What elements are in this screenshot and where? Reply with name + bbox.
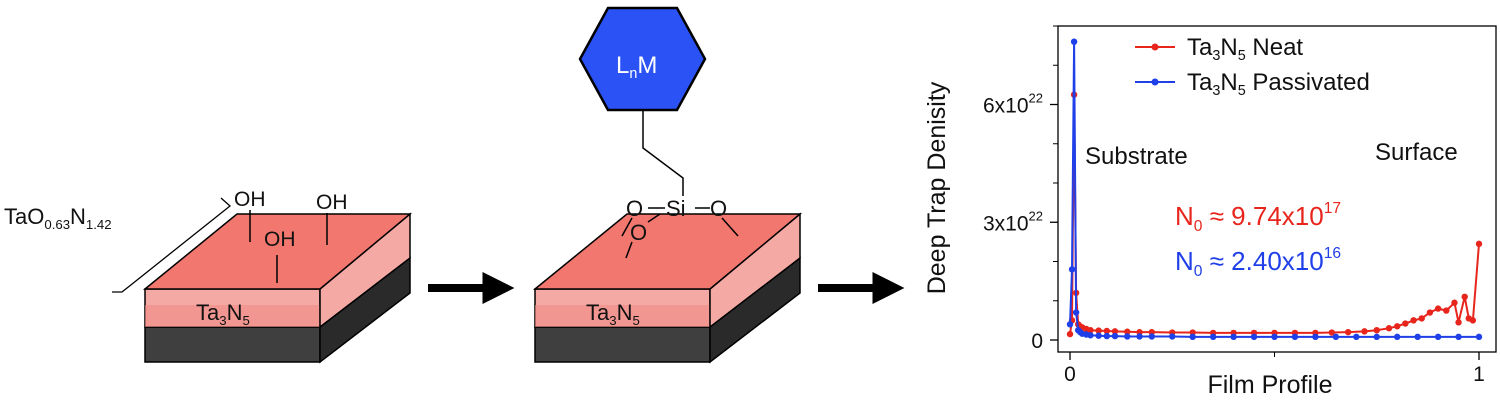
data-point-neat	[1344, 328, 1352, 336]
data-point-passivated	[1353, 333, 1360, 341]
data-point-neat	[1361, 328, 1368, 335]
oh-label-1: OH	[234, 188, 266, 211]
data-point-neat	[1328, 329, 1335, 336]
x-tick-label: 0	[1064, 363, 1076, 386]
linker-chain	[642, 110, 684, 196]
silane-o-right: O	[710, 196, 727, 221]
o-surface-left	[621, 217, 633, 237]
data-point-neat	[1410, 317, 1417, 324]
data-point-passivated	[1434, 333, 1442, 341]
data-point-neat	[1066, 330, 1074, 338]
y-axis-label: Deep Trap Denisity	[923, 81, 951, 294]
data-point-passivated	[1271, 333, 1278, 341]
data-point-passivated	[1111, 332, 1119, 340]
data-point-neat	[1103, 327, 1111, 335]
mid-film-top	[532, 213, 803, 290]
left-film-top	[142, 213, 413, 290]
data-point-passivated	[1414, 333, 1421, 341]
n0-passivated-label: N0 ≈ 2.40x1016	[1175, 245, 1341, 280]
data-point-passivated	[1332, 333, 1340, 341]
plot-frame	[1057, 25, 1497, 353]
data-point-neat	[1402, 320, 1409, 327]
legend-marker-passivated	[1151, 78, 1159, 86]
mid-substrate-front	[534, 326, 711, 363]
left-slab	[112, 197, 413, 364]
middle-slab	[532, 212, 803, 364]
data-point-passivated	[1209, 333, 1217, 341]
data-point-passivated	[1072, 309, 1080, 316]
o-lower-bond	[647, 213, 661, 223]
left-substrate-formula: Ta3N5	[196, 300, 250, 328]
data-point-passivated	[1312, 333, 1319, 341]
x-tick-label: 1	[1473, 363, 1485, 386]
x-axis-label: Film Profile	[1207, 371, 1332, 399]
series-layer	[1066, 38, 1483, 341]
data-point-passivated	[1124, 333, 1131, 340]
data-point-passivated	[1169, 333, 1176, 340]
data-point-neat	[1418, 315, 1425, 322]
data-point-passivated	[1068, 266, 1076, 273]
silane-o-left: O	[626, 196, 643, 221]
data-point-passivated	[1103, 332, 1111, 340]
layer-formula-label: TaO0.63N1.42	[4, 204, 112, 232]
data-point-neat	[1124, 328, 1131, 335]
data-point-neat	[1385, 325, 1393, 332]
data-point-neat	[1087, 326, 1094, 334]
data-point-neat	[1455, 319, 1462, 326]
data-point-passivated	[1230, 333, 1237, 341]
data-point-passivated	[1455, 333, 1462, 341]
data-point-passivated	[1136, 333, 1143, 340]
data-point-passivated	[1095, 332, 1102, 339]
data-point-passivated	[1148, 333, 1156, 340]
data-point-passivated	[1087, 332, 1094, 339]
data-point-passivated	[1070, 38, 1078, 45]
layer-bracket	[112, 197, 232, 293]
left-substrate-front	[144, 326, 321, 363]
left-film-front-lower	[145, 305, 320, 327]
oh-label-3: OH	[264, 228, 296, 251]
mid-substrate-formula: Ta3N5	[586, 300, 640, 328]
data-point-neat	[1434, 305, 1442, 312]
data-point-passivated	[1291, 333, 1299, 341]
data-point-passivated	[1394, 333, 1401, 341]
legend: Ta3N5 Neat Ta3N5 Passivated	[1135, 34, 1370, 99]
data-point-passivated	[1373, 333, 1380, 341]
legend-label-passivated: Ta3N5 Passivated	[1187, 69, 1370, 99]
data-point-neat	[1461, 293, 1468, 301]
legend-marker-neat	[1151, 43, 1159, 51]
data-point-passivated	[1066, 321, 1074, 328]
silane-si: Si	[666, 196, 686, 221]
y-tick-label: 3x1022	[983, 208, 1043, 235]
n0-neat-label: N0 ≈ 9.74x1017	[1175, 200, 1341, 235]
metal-complex-label: LnM	[616, 52, 657, 82]
silane-o-lower: O	[630, 220, 647, 245]
o-lower-surface	[625, 241, 633, 259]
y-tick-label: 6x1022	[983, 91, 1043, 118]
data-point-neat	[1111, 328, 1119, 335]
data-point-neat	[1095, 327, 1102, 334]
oh-label-2: OH	[316, 191, 348, 214]
annotation-substrate: Substrate	[1085, 143, 1188, 170]
mid-film-front-lower	[535, 305, 710, 327]
data-point-passivated	[1475, 333, 1483, 341]
data-point-neat	[1394, 323, 1401, 330]
data-point-passivated	[1250, 333, 1258, 341]
data-point-passivated	[1189, 333, 1196, 341]
data-point-neat	[1451, 299, 1458, 306]
data-point-neat	[1443, 307, 1450, 314]
legend-label-neat: Ta3N5 Neat	[1187, 34, 1303, 64]
data-point-neat	[1373, 326, 1380, 334]
annotation-surface: Surface	[1375, 139, 1458, 166]
y-tick-label: 0	[1031, 330, 1043, 353]
metal-complex-hexagon	[578, 6, 707, 112]
y-ticks: 0 3x1022 6x1022	[983, 25, 1058, 353]
data-point-neat	[1469, 317, 1477, 324]
o-surface-right	[721, 217, 739, 237]
data-point-neat	[1426, 309, 1434, 316]
data-point-neat	[1475, 240, 1483, 248]
